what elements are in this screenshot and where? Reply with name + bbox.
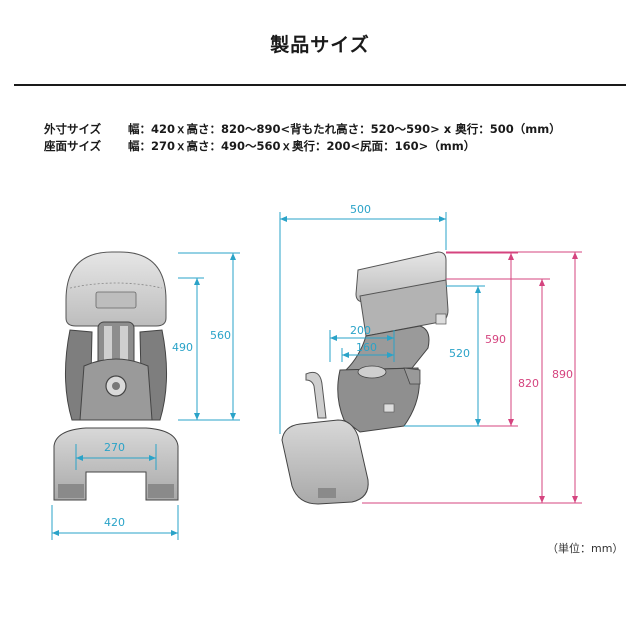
front-seat-height-max-label: 560 xyxy=(210,329,231,342)
front-outer-width-label: 420 xyxy=(104,516,125,529)
side-back-height-min-label: 520 xyxy=(449,347,470,360)
spec-row-seat: 座面サイズ 幅：270ｘ高さ：490〜560ｘ奥行：200<尻面：160>（mm） xyxy=(44,138,475,154)
front-seat-height-min-label: 490 xyxy=(172,341,193,354)
side-seat-depth-label: 200 xyxy=(350,324,371,337)
spec-label-seat: 座面サイズ xyxy=(44,139,102,153)
side-back-height-max-label: 590 xyxy=(485,333,506,346)
spec-text-outer: 幅：420ｘ高さ：820〜890<背もたれ高さ：520〜590> x 奥行：50… xyxy=(128,122,561,136)
side-view-seat xyxy=(281,251,449,505)
side-height-min-label: 820 xyxy=(518,377,539,390)
spec-text-seat: 幅：270ｘ高さ：490〜560ｘ奥行：200<尻面：160>（mm） xyxy=(128,139,476,153)
page-title: 製品サイズ xyxy=(270,34,370,56)
side-depth-label: 500 xyxy=(350,203,371,216)
spec-label-outer: 外寸サイズ xyxy=(44,122,102,136)
front-view-seat xyxy=(53,251,179,501)
front-seat-width-label: 270 xyxy=(104,441,125,454)
title-divider xyxy=(14,84,626,86)
side-height-max-label: 890 xyxy=(552,368,573,381)
spec-row-outer: 外寸サイズ 幅：420ｘ高さ：820〜890<背もたれ高さ：520〜590> x … xyxy=(44,121,561,137)
side-bottom-depth-label: 160 xyxy=(356,341,377,354)
unit-note: （単位：mm） xyxy=(547,542,624,555)
